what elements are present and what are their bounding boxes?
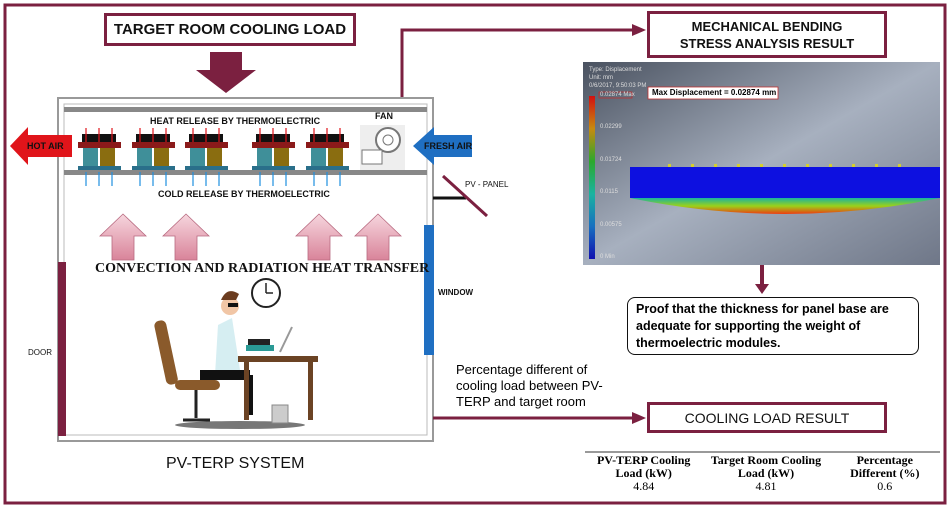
colorbar: [589, 96, 595, 259]
fea-date: 0/6/2017, 9:50:03 PM: [589, 83, 647, 89]
thermoelectric-modules: [78, 128, 349, 186]
fea-deflection: [630, 198, 940, 214]
module-load-marker: [852, 164, 855, 167]
module-load-marker: [668, 164, 671, 167]
connector-caption: Percentage different of cooling load bet…: [456, 362, 603, 409]
heat-transfer-arrows: [99, 213, 402, 261]
outer-frame: [3, 3, 947, 505]
mechanical-title-line-2: STRESS ANALYSIS RESULT: [679, 35, 855, 51]
heat-up-arrow-icon: [162, 213, 210, 261]
table-row: 4.84 4.81 0.6: [585, 480, 940, 493]
ceiling-top: [64, 107, 427, 112]
office-worker-illustration: [154, 291, 318, 429]
thermoelectric-module: [252, 128, 295, 186]
cold-release-label: COLD RELEASE BY THERMOELECTRIC: [158, 189, 330, 199]
module-load-marker: [829, 164, 832, 167]
module-load-marker: [783, 164, 786, 167]
heat-release-label: HEAT RELEASE BY THERMOELECTRIC: [150, 116, 321, 126]
module-load-marker: [737, 164, 740, 167]
table-header-row: PV-TERP Cooling Load (kW) Target Room Co…: [585, 454, 940, 480]
heat-up-arrow-icon: [99, 213, 147, 261]
door-label: DOOR: [28, 348, 52, 357]
thermoelectric-module: [185, 128, 228, 186]
connector-to-mechanical: [400, 28, 632, 97]
header-pv-terp: PV-TERP Cooling Load (kW): [596, 453, 691, 480]
heat-up-arrow-icon: [354, 213, 402, 261]
cooling-load-result-title: COOLING LOAD RESULT: [647, 402, 887, 433]
module-load-marker: [760, 164, 763, 167]
fresh-air-label: FRESH AIR: [424, 141, 473, 151]
door: [58, 262, 66, 436]
colorbar-label: 0.02299: [600, 124, 622, 130]
colorbar-label: 0.01724: [600, 157, 622, 163]
fresh-air-arrow: [413, 127, 472, 165]
module-load-marker: [806, 164, 809, 167]
thermoelectric-module: [78, 128, 121, 186]
value-target-room: 4.81: [755, 479, 777, 493]
header-percentage: Percentage Different (%): [850, 453, 920, 480]
ceiling-bottom: [64, 170, 427, 175]
window-label: WINDOW: [438, 288, 474, 297]
max-displacement-callout: Max Displacement = 0.02874 mm: [652, 88, 777, 97]
fea-beam: [630, 167, 940, 198]
colorbar-label: 0.0115: [600, 189, 618, 195]
fan-label: FAN: [375, 111, 393, 121]
mechanical-analysis-title: MECHANICAL BENDING STRESS ANALYSIS RESUL…: [647, 11, 887, 58]
fea-type: Type: Displacement: [589, 67, 642, 73]
hot-air-arrow: [10, 127, 72, 165]
colorbar-label: 0.02874 Max: [600, 92, 635, 98]
heat-up-arrow-icon: [295, 213, 343, 261]
module-load-marker: [875, 164, 878, 167]
thermoelectric-module: [306, 128, 349, 186]
colorbar-label: 0 Min: [600, 254, 615, 260]
down-arrow: [196, 52, 256, 93]
system-title: PV-TERP SYSTEM: [166, 455, 305, 472]
hot-air-label: HOT AIR: [27, 141, 64, 151]
convection-label: CONVECTION AND RADIATION HEAT TRANSFER: [95, 261, 430, 276]
module-load-marker: [714, 164, 717, 167]
mechanical-title-line-1: MECHANICAL BENDING: [691, 18, 843, 34]
module-load-marker: [898, 164, 901, 167]
header-target-room: Target Room Cooling Load (kW): [710, 453, 822, 480]
colorbar-label: 0.00575: [600, 222, 622, 228]
pv-panel-label: PV - PANEL: [465, 180, 509, 189]
value-percentage: 0.6: [877, 479, 893, 493]
thermoelectric-module: [132, 128, 175, 186]
value-pv-terp: 4.84: [633, 479, 655, 493]
cooling-load-table: PV-TERP Cooling Load (kW) Target Room Co…: [585, 454, 940, 493]
module-load-marker: [691, 164, 694, 167]
fea-unit: Unit: mm: [589, 75, 613, 81]
pv-panel: [441, 174, 489, 218]
proof-box: Proof that the thickness for panel base …: [627, 297, 919, 355]
window: [424, 225, 434, 355]
target-room-cooling-load-title: TARGET ROOM COOLING LOAD: [104, 13, 356, 46]
